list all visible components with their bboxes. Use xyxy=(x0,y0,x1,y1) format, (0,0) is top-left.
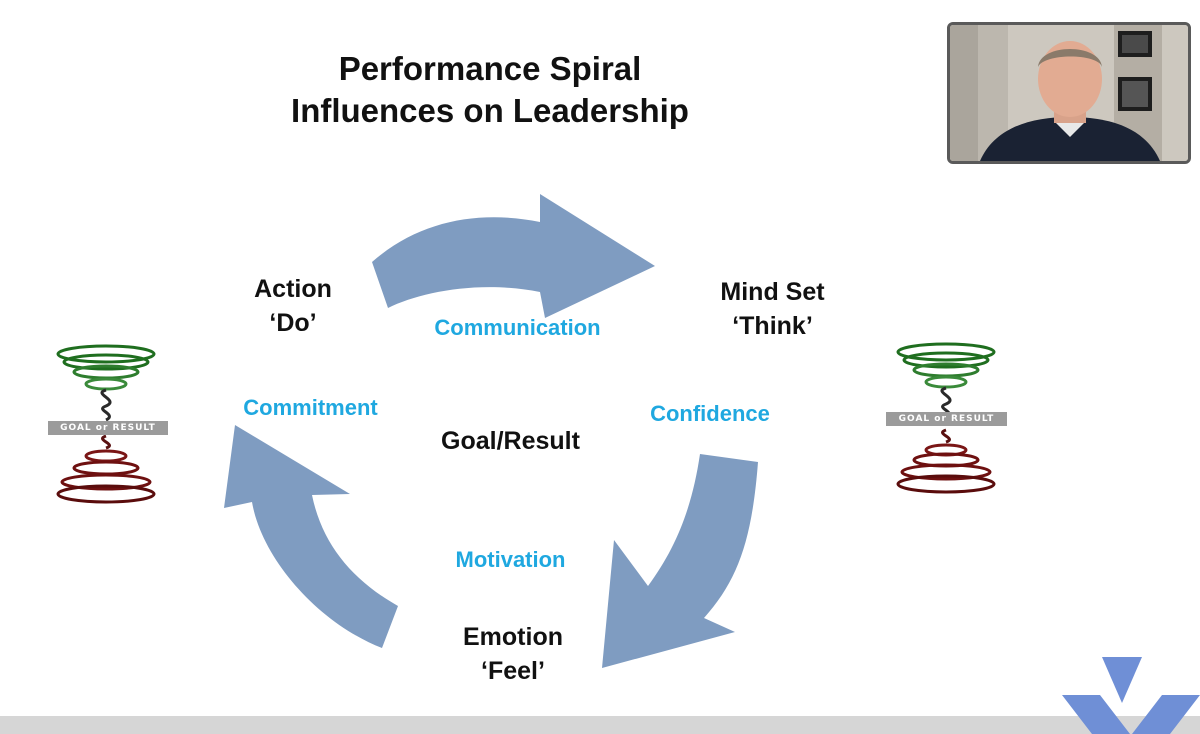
mindset-label: Mind Set ‘Think’ xyxy=(700,275,845,343)
action-label: Action ‘Do’ xyxy=(238,272,348,340)
mindset-label-line1: Mind Set xyxy=(700,275,845,309)
arrow-left xyxy=(224,425,398,648)
goal-result-bar-right: GOAL or RESULT xyxy=(886,412,1007,426)
arrow-right xyxy=(602,454,758,668)
mindset-label-line2: ‘Think’ xyxy=(700,309,845,343)
motivation-label: Motivation xyxy=(438,546,583,574)
commitment-label: Commitment xyxy=(218,394,403,422)
emotion-label: Emotion ‘Feel’ xyxy=(438,620,588,688)
goal-result-bar-left: GOAL or RESULT xyxy=(48,421,168,435)
emotion-label-line1: Emotion xyxy=(438,620,588,654)
presenter-video-tile[interactable] xyxy=(947,22,1191,164)
center-goal-label: Goal/Result xyxy=(418,424,603,458)
confidence-label: Confidence xyxy=(630,400,790,428)
action-label-line1: Action xyxy=(238,272,348,306)
action-label-line2: ‘Do’ xyxy=(238,306,348,340)
presenter-video-frame xyxy=(950,25,1188,161)
emotion-label-line2: ‘Feel’ xyxy=(438,654,588,688)
slide-footer-bar xyxy=(0,716,1200,734)
communication-label: Communication xyxy=(410,314,625,342)
arrow-top xyxy=(372,194,655,318)
v-chevron-logo xyxy=(1062,655,1200,734)
